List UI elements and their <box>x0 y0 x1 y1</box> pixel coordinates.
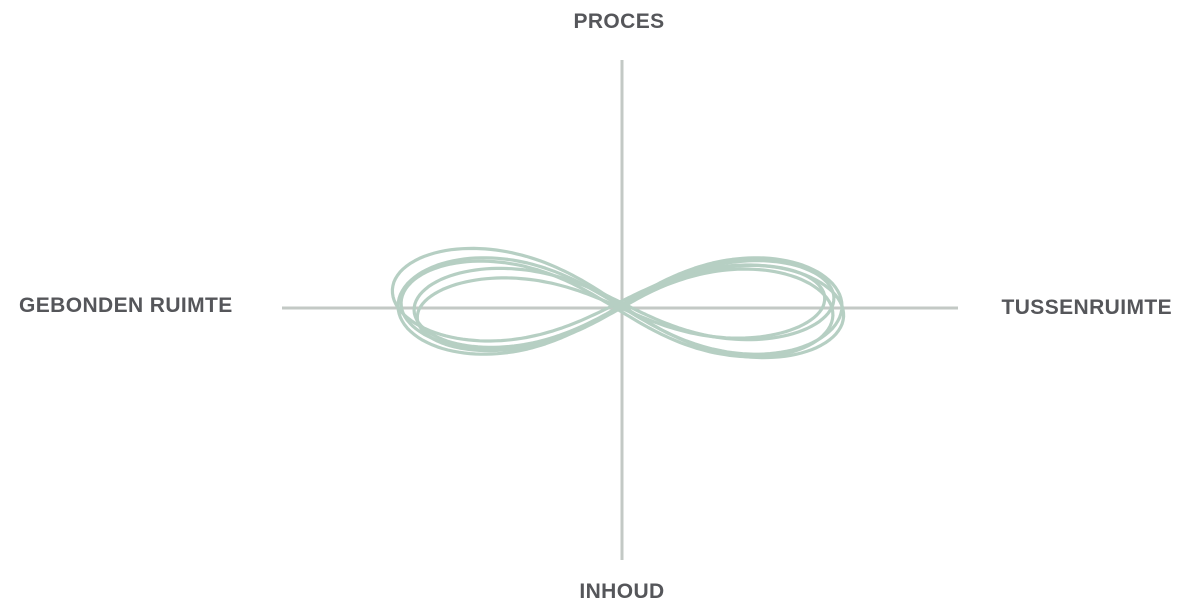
infinity-stroke <box>392 248 843 357</box>
infinity-icon <box>392 248 843 357</box>
axis-label-left: GEBONDEN RUIMTE <box>19 295 233 316</box>
axis-label-bottom: INHOUD <box>579 581 664 602</box>
axis-label-right: TUSSENRUIMTE <box>1002 297 1172 318</box>
axis-label-top: PROCES <box>573 11 664 32</box>
